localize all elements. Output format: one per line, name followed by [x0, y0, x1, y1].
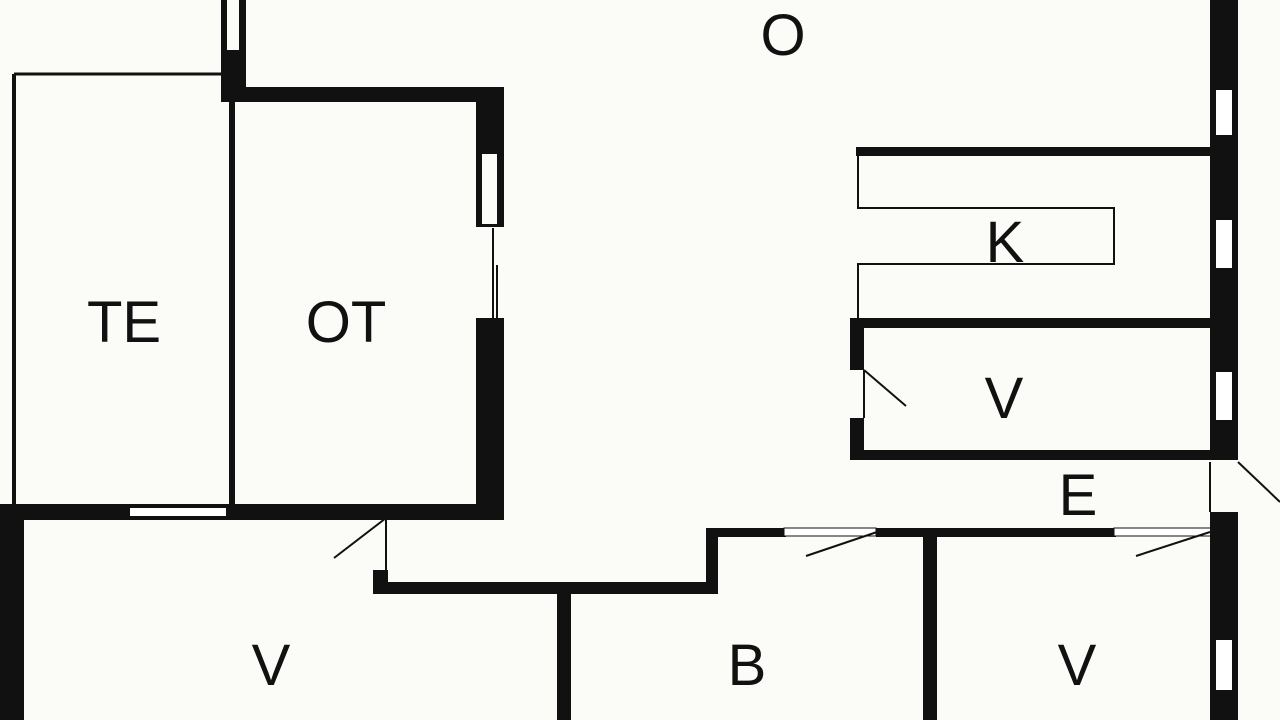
door-swing-bottom-right	[1135, 531, 1211, 557]
wall-bath-top-left	[706, 528, 786, 537]
room-label-ot: OT	[306, 290, 387, 355]
window-right-1	[1216, 90, 1232, 135]
wall-closet-left-lower	[850, 418, 864, 460]
kitchen-counter	[857, 156, 1115, 320]
wall-ot-right-lower	[476, 318, 504, 518]
wall-group-right	[850, 0, 1280, 720]
door-bath	[783, 527, 877, 537]
room-label-v-bottom-right: V	[1058, 633, 1097, 698]
wall-ot-top	[221, 87, 503, 102]
wall-bottom-left-outer	[0, 504, 24, 720]
room-label-o: O	[760, 3, 805, 68]
wall-closet-top	[850, 318, 1212, 328]
wall-hall-step	[706, 528, 718, 594]
wall-closet-bottom	[850, 450, 1212, 460]
door-swing-bottom-left	[333, 517, 387, 559]
wall-kitchen-top	[856, 147, 1212, 156]
room-label-v-right-upper: V	[985, 366, 1024, 431]
window-ot-right	[480, 152, 499, 226]
wall-group-left-wing	[0, 0, 504, 720]
wall-v-b-divider	[557, 582, 571, 720]
room-label-v-bottom-left: V	[252, 633, 291, 698]
room-label-b: B	[728, 633, 767, 698]
window-right-2	[1216, 220, 1232, 268]
room-label-k: K	[986, 210, 1025, 275]
wall-te-ot-bottom	[0, 504, 504, 520]
window-top-left	[227, 0, 239, 50]
window-right-4	[1216, 640, 1232, 690]
room-label-te: TE	[87, 290, 161, 355]
wall-closet-left-upper	[850, 318, 864, 370]
door-swing-closet	[863, 369, 907, 407]
window-te-bottom	[130, 508, 226, 516]
wall-b-v-divider	[923, 528, 937, 720]
wall-group-center	[333, 517, 1213, 720]
door-swing-entrance	[1237, 461, 1280, 503]
door-swing-bath	[805, 530, 881, 557]
wall-hall-bottom	[373, 582, 718, 594]
wall-bath-top-right	[876, 528, 1116, 537]
room-label-e: E	[1059, 463, 1098, 528]
door-bottom-right	[1113, 527, 1213, 537]
window-right-3	[1216, 372, 1232, 420]
room-labels: O K TE OT V E V B V	[87, 3, 1097, 698]
